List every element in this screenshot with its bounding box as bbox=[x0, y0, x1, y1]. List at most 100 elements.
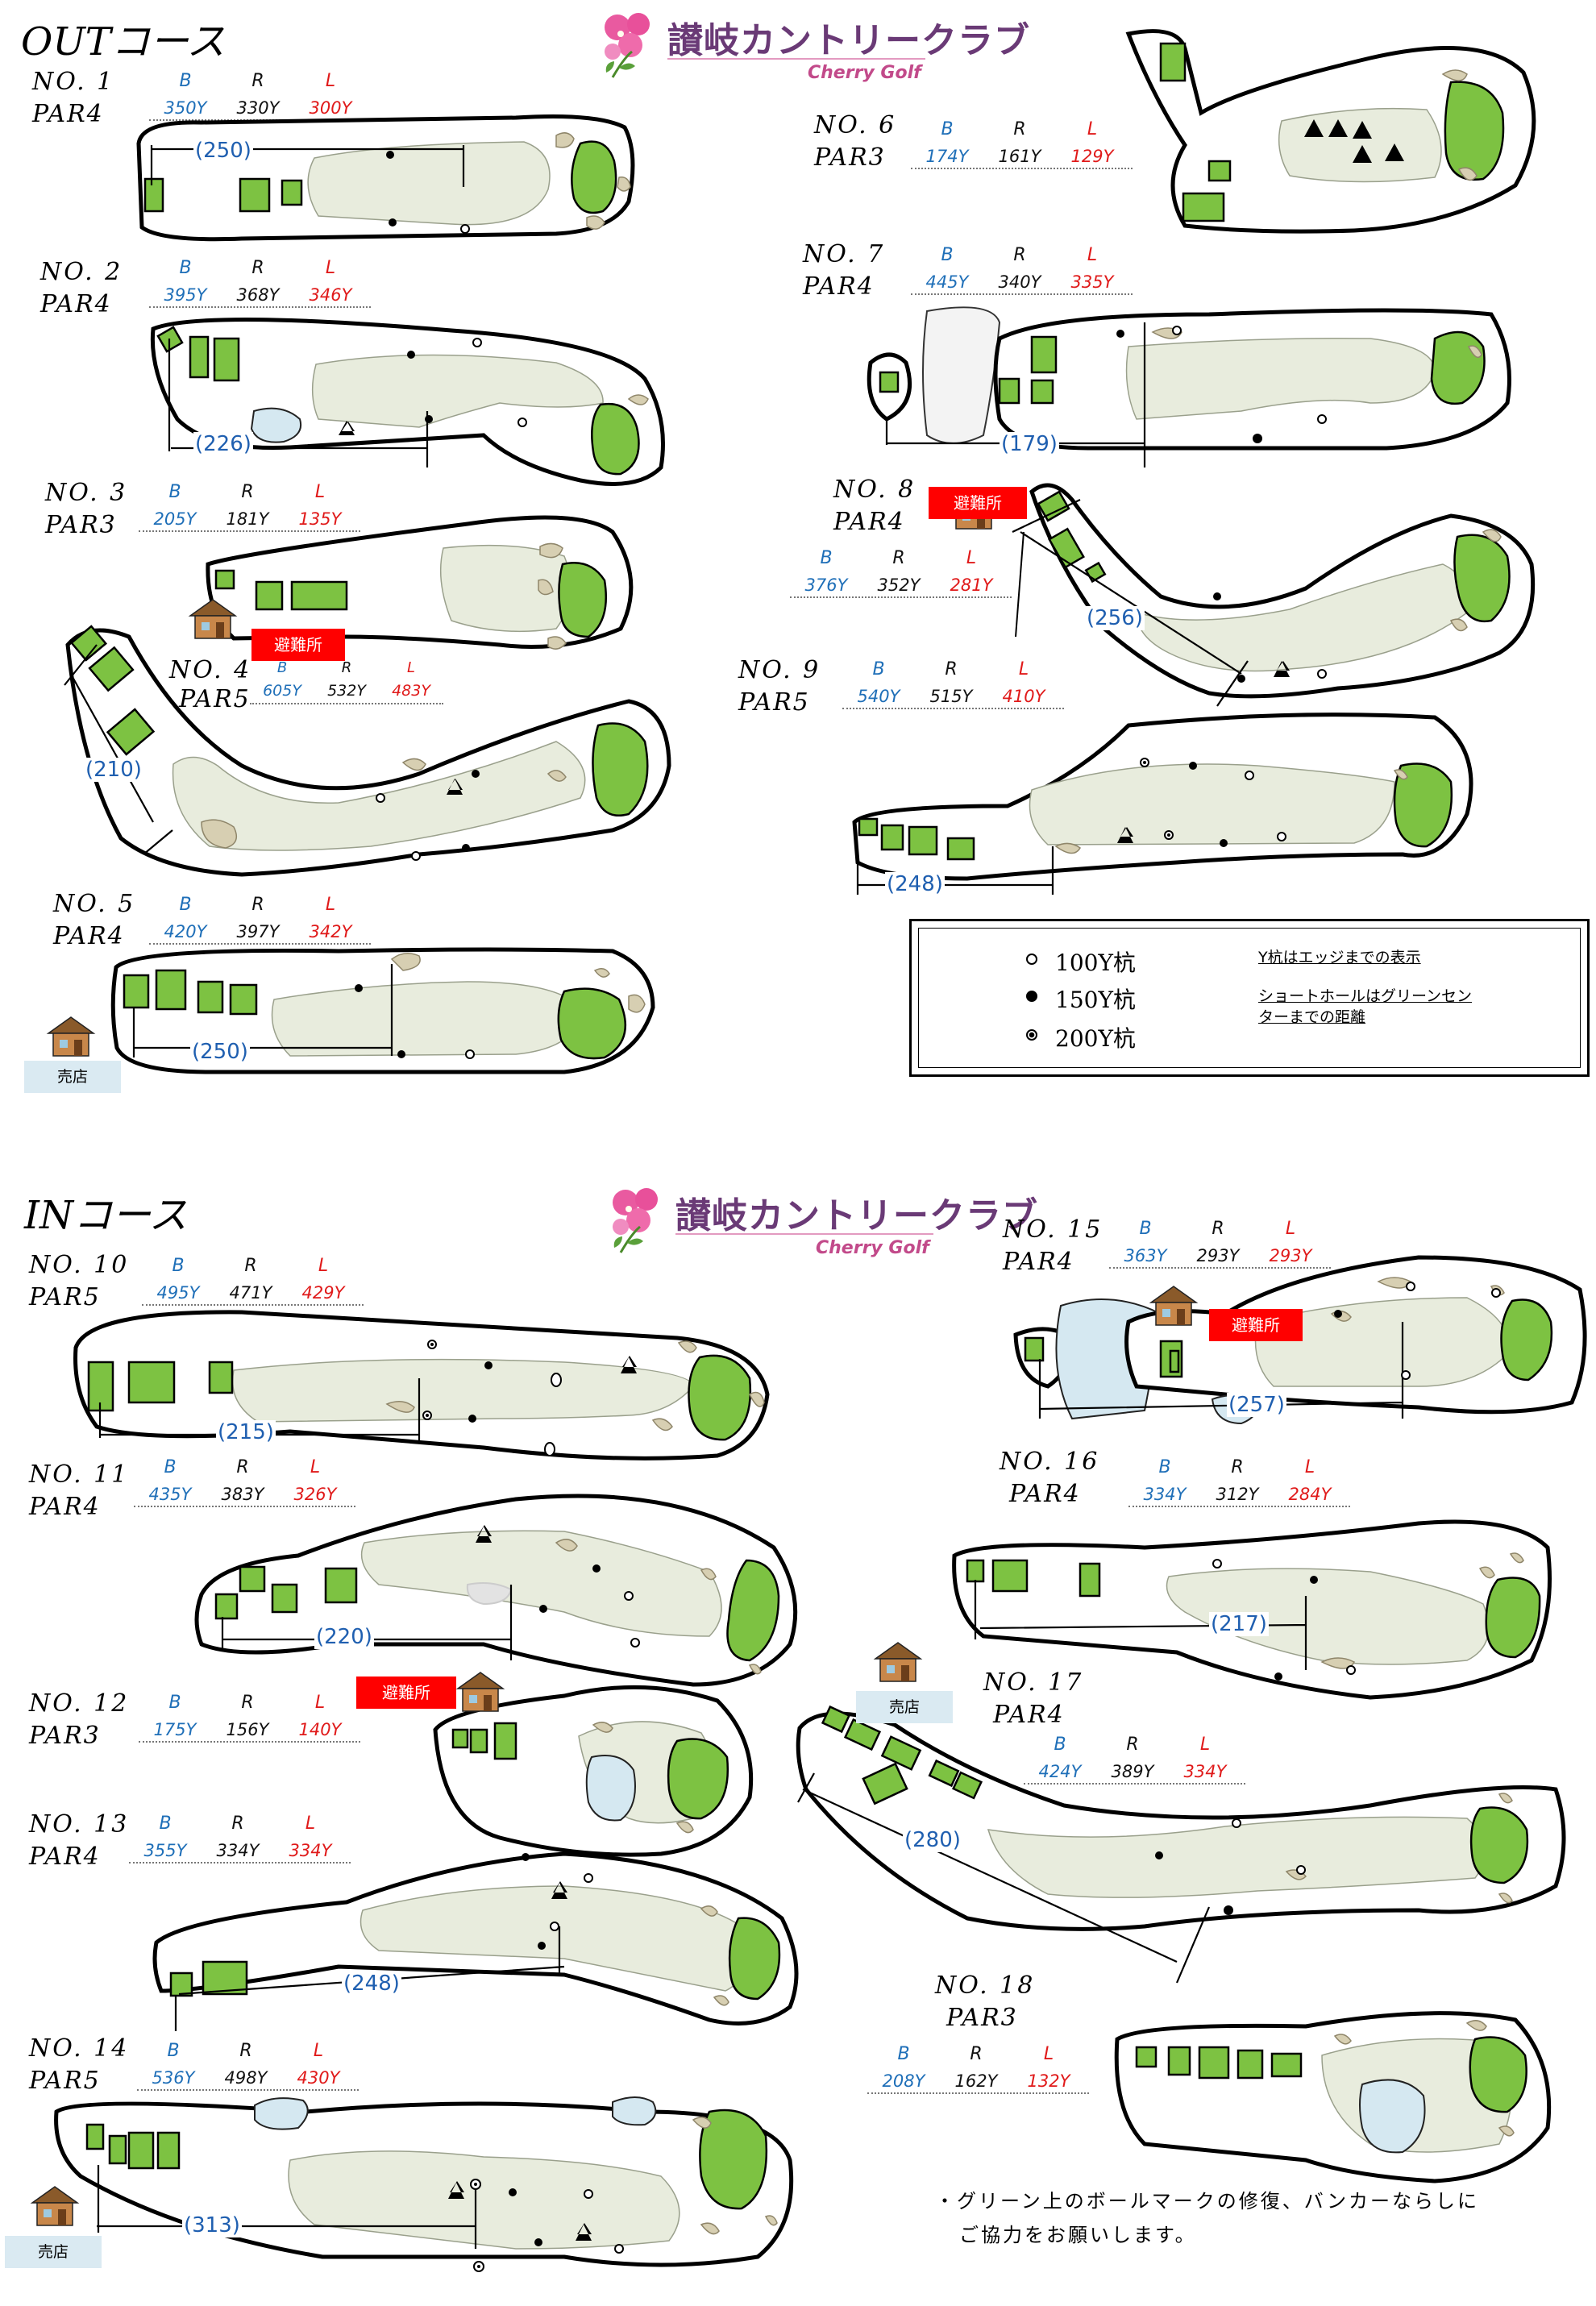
hole-14-distance: (313) bbox=[182, 2213, 242, 2237]
logo-rule bbox=[667, 58, 925, 60]
tee-label-b: B bbox=[897, 2044, 910, 2064]
tree-icon bbox=[1274, 661, 1290, 677]
hole-number: NO. 7 bbox=[803, 240, 886, 268]
hole-14-map bbox=[54, 2096, 794, 2272]
tree-icon bbox=[339, 421, 355, 435]
hole-7-map bbox=[867, 306, 1511, 467]
tee-label-l: L bbox=[1285, 1219, 1296, 1239]
yardage-regular: 389Y bbox=[1111, 1762, 1154, 1781]
hole-13-map bbox=[152, 1851, 799, 2031]
hole-par: PAR4 bbox=[833, 508, 905, 536]
yardage-back: 435Y bbox=[148, 1485, 192, 1504]
yardage-ladies: 346Y bbox=[309, 285, 352, 305]
tee-label-l: L bbox=[325, 258, 336, 278]
yardage-ladies: 430Y bbox=[297, 2068, 340, 2088]
yardage-regular: 161Y bbox=[998, 147, 1041, 166]
hole-7-distance: (179) bbox=[1000, 432, 1059, 456]
club-logo-out: 讃岐カントリークラブ Cherry Golf bbox=[596, 10, 1029, 98]
hole-par: PAR3 bbox=[29, 1722, 101, 1750]
hole-par: PAR5 bbox=[179, 685, 251, 713]
yardage-regular: 156Y bbox=[226, 1720, 269, 1739]
hole-par: PAR4 bbox=[993, 1701, 1065, 1729]
legend-label: 200Y杭 bbox=[1055, 1025, 1136, 1052]
tee-label-r: R bbox=[251, 258, 264, 278]
tee-label-l: L bbox=[314, 482, 326, 502]
legend-note-short-hole-1: ショートホールはグリーンセン bbox=[1258, 987, 1473, 1005]
yardage-back: 605Y bbox=[263, 682, 301, 700]
club-name: 讃岐カントリークラブ bbox=[675, 1195, 1038, 1236]
out-course-title: OUTコース bbox=[21, 19, 226, 64]
cherry-blossom-icon bbox=[613, 1188, 658, 1253]
tee-label-l: L bbox=[314, 1693, 326, 1713]
hole-number: NO. 11 bbox=[29, 1460, 130, 1489]
house-icon bbox=[30, 2186, 80, 2226]
hole-par: PAR4 bbox=[29, 1843, 101, 1871]
tee-label-b: B bbox=[1054, 1735, 1066, 1755]
yardage-back: 175Y bbox=[153, 1720, 197, 1739]
club-logo-in: 讃岐カントリークラブ Cherry Golf bbox=[605, 1185, 1037, 1273]
hole-16-map bbox=[952, 1519, 1552, 1700]
yardage-regular: 162Y bbox=[954, 2071, 998, 2091]
yardage-back: 395Y bbox=[164, 285, 207, 305]
hole-15-distance: (257) bbox=[1227, 1393, 1286, 1417]
hole-16-distance: (217) bbox=[1209, 1612, 1269, 1636]
tee-label-l: L bbox=[1087, 119, 1098, 139]
shop-badge: 売店 bbox=[24, 1061, 121, 1093]
filled-circle-icon bbox=[1026, 991, 1037, 1002]
cherry-blossom-icon bbox=[605, 13, 650, 78]
tee-label-r: R bbox=[970, 2044, 983, 2064]
tee-label-l: L bbox=[305, 1814, 316, 1834]
yardage-regular: 330Y bbox=[236, 98, 280, 118]
tee-label-b: B bbox=[872, 659, 885, 679]
tee-label-b: B bbox=[179, 895, 192, 915]
yardage-ladies: 483Y bbox=[392, 682, 430, 700]
dotted-rule bbox=[139, 1741, 360, 1743]
house-icon bbox=[873, 1642, 923, 1682]
tee-label-r: R bbox=[244, 1256, 257, 1276]
hole-par: PAR5 bbox=[738, 688, 810, 717]
shelter-badge: 避難所 bbox=[1209, 1309, 1303, 1341]
shop-badge: 売店 bbox=[856, 1691, 953, 1723]
tee-label-b: B bbox=[276, 659, 288, 676]
dotted-rule bbox=[139, 530, 360, 532]
hole-2-distance: (226) bbox=[193, 432, 253, 456]
yardage-ladies: 281Y bbox=[950, 575, 993, 595]
hole-2-map bbox=[150, 318, 665, 486]
yardage-ladies: 135Y bbox=[298, 509, 342, 529]
tee-label-r: R bbox=[236, 1457, 249, 1477]
yardage-back: 363Y bbox=[1124, 1246, 1167, 1265]
footnote-line-1: ・グリーン上のボールマークの修復、バンカーならしに bbox=[935, 2190, 1479, 2213]
tee-label-l: L bbox=[1043, 2044, 1054, 2064]
hole-par: PAR4 bbox=[1009, 1480, 1081, 1508]
tee-label-r: R bbox=[231, 1814, 244, 1834]
yardage-ladies: 334Y bbox=[1183, 1762, 1227, 1781]
hole-number: NO. 12 bbox=[29, 1689, 130, 1718]
dotted-rule bbox=[129, 1862, 351, 1863]
hole-par: PAR4 bbox=[1003, 1248, 1074, 1276]
hole-11-distance: (220) bbox=[314, 1625, 374, 1649]
tee-label-l: L bbox=[1087, 245, 1098, 265]
tee-label-l: L bbox=[318, 1256, 329, 1276]
tree-icon bbox=[1304, 119, 1404, 163]
hole-13-distance: (248) bbox=[342, 1972, 401, 1996]
yardage-regular: 515Y bbox=[929, 687, 973, 706]
yardage-back: 208Y bbox=[882, 2071, 925, 2091]
hole-10-distance: (215) bbox=[216, 1420, 276, 1444]
hole-10-map bbox=[73, 1310, 770, 1460]
club-subtitle: Cherry Golf bbox=[808, 63, 921, 83]
yardage-back: 205Y bbox=[153, 509, 197, 529]
dotted-circle-icon bbox=[1026, 1029, 1037, 1041]
hole-number: NO. 9 bbox=[738, 656, 821, 684]
hollow-circle-icon bbox=[1026, 954, 1037, 965]
yardage-regular: 532Y bbox=[327, 682, 366, 700]
tree-icon bbox=[621, 1356, 637, 1373]
hole-par: PAR4 bbox=[29, 1493, 101, 1521]
yardage-ladies: 334Y bbox=[289, 1841, 332, 1860]
hole-9-distance: (248) bbox=[885, 872, 945, 896]
hole-number: NO. 2 bbox=[40, 258, 123, 286]
out-course-map bbox=[46, 29, 1536, 1074]
tee-label-b: B bbox=[164, 1457, 177, 1477]
dotted-rule bbox=[911, 293, 1133, 295]
hole-par: PAR4 bbox=[40, 290, 112, 318]
yardage-back: 174Y bbox=[925, 147, 969, 166]
